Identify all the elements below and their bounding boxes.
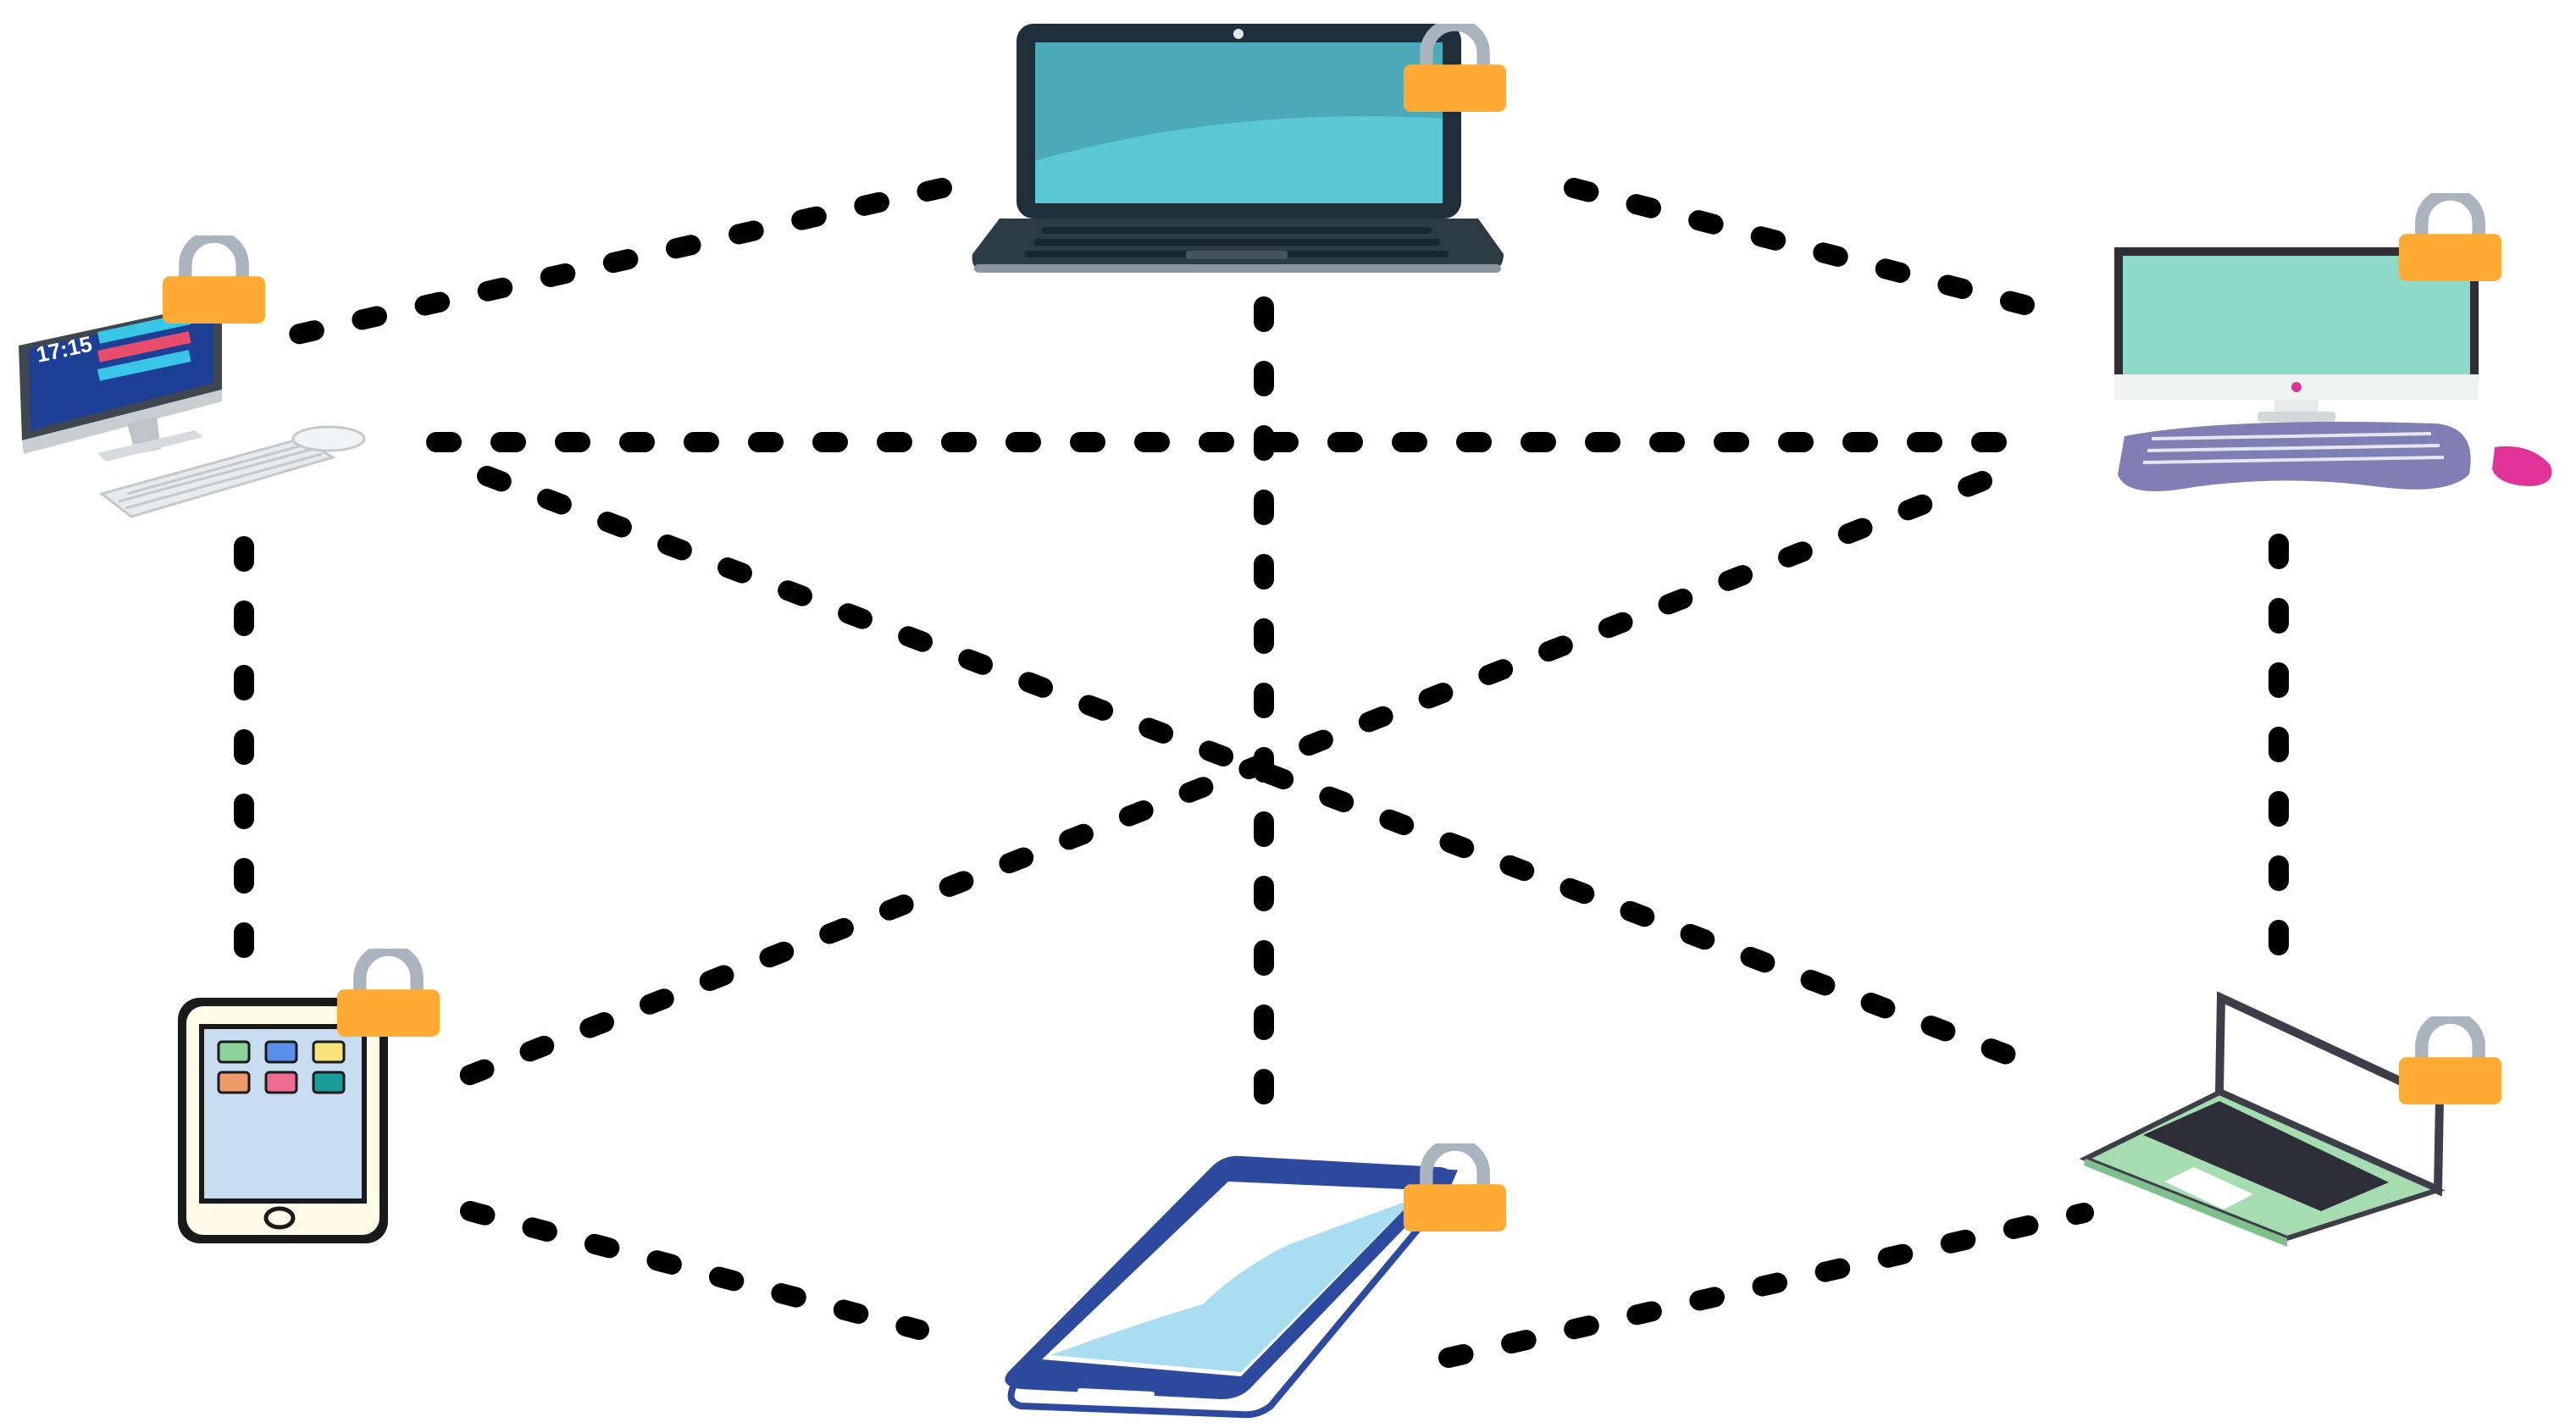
lock-icon: [163, 236, 265, 324]
lock-icon: [2399, 1017, 2501, 1104]
tablet-left: [178, 998, 388, 1243]
connection-laptop-top-to-desktop-right: [1564, 178, 2035, 315]
lock-icon: [337, 949, 440, 1037]
connection-lines: [234, 178, 2289, 1368]
connection-desktop-left-to-laptop-right: [477, 466, 2039, 1073]
connection-phone-bottom-to-laptop-right: [1438, 1203, 2094, 1368]
connection-tablet-left-to-phone-bottom: [460, 1201, 929, 1340]
desktop-right: [2114, 247, 2552, 491]
laptop-top: [972, 24, 1504, 273]
desktop-left: 17:15: [19, 302, 366, 518]
lock-icon: [2399, 194, 2501, 281]
lock-icon: [1404, 1144, 1506, 1232]
phone-bottom: [1005, 1155, 1458, 1419]
connection-desktop-right-to-tablet-left: [447, 471, 1992, 1090]
laptop-right: [2079, 991, 2446, 1247]
connection-laptop-top-to-desktop-left: [286, 178, 952, 345]
